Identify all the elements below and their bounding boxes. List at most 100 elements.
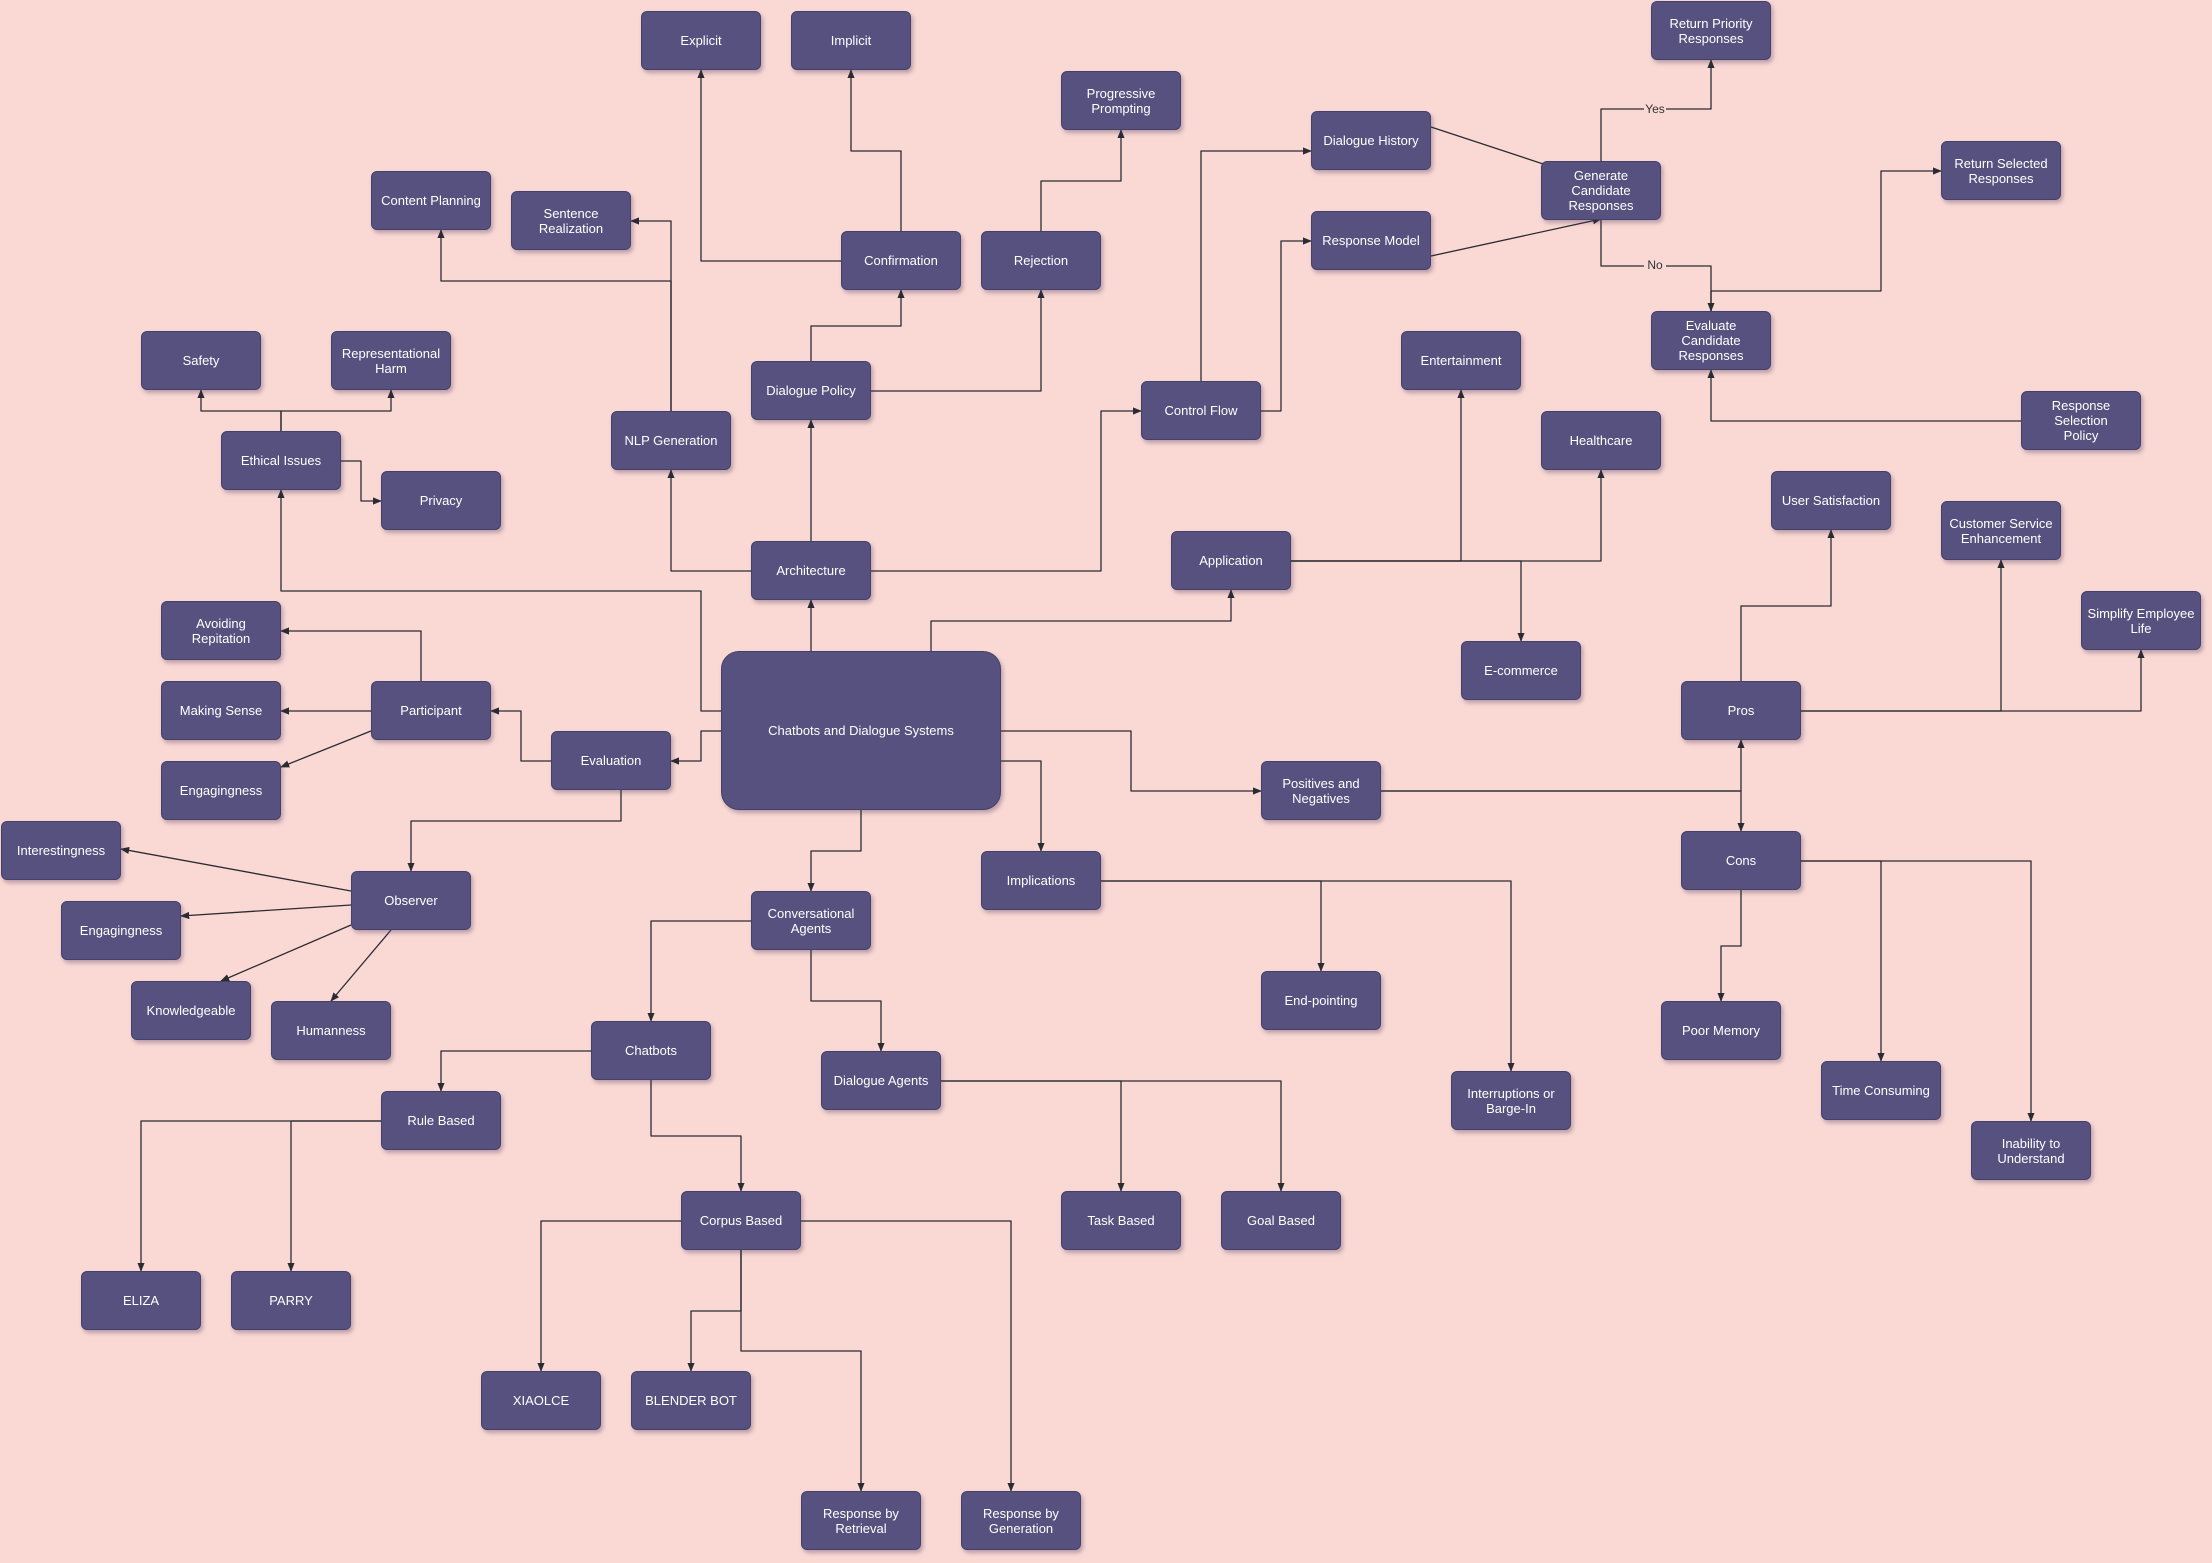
node-corpus-based[interactable]: Corpus Based: [681, 1191, 801, 1250]
node-participant[interactable]: Participant: [371, 681, 491, 740]
edge-corpus_based-to-xiaolce: [537, 1220, 681, 1372]
node-nlp-generation[interactable]: NLP Generation: [611, 411, 731, 470]
edge-observer-to-interestingness: [120, 846, 352, 892]
edge-label-bg: [1644, 101, 1666, 116]
edge-dialogue_policy-to-rejection: [871, 289, 1045, 392]
edge-application-to-ecommerce: [1291, 560, 1525, 642]
node-evaluation[interactable]: Evaluation: [551, 731, 671, 790]
node-cons[interactable]: Cons: [1681, 831, 1801, 890]
node-explicit[interactable]: Explicit: [641, 11, 761, 70]
node-customer-service[interactable]: Customer Service Enhancement: [1941, 501, 2061, 560]
node-return-selected[interactable]: Return Selected Responses: [1941, 141, 2061, 200]
node-chatbots[interactable]: Chatbots: [591, 1021, 711, 1080]
node-end-pointing[interactable]: End-pointing: [1261, 971, 1381, 1030]
node-interruptions[interactable]: Interruptions or Barge-In: [1451, 1071, 1571, 1130]
node-response-retrieval[interactable]: Response by Retrieval: [801, 1491, 921, 1550]
edge-participant-to-avoiding_repitation: [280, 627, 422, 681]
node-implications[interactable]: Implications: [981, 851, 1101, 910]
node-goal-based[interactable]: Goal Based: [1221, 1191, 1341, 1250]
node-rejection[interactable]: Rejection: [981, 231, 1101, 290]
edge-cons-to-time_consuming: [1801, 860, 1885, 1062]
node-root[interactable]: Chatbots and Dialogue Systems: [721, 651, 1001, 810]
node-making-sense[interactable]: Making Sense: [161, 681, 281, 740]
edge-corpus_based-to-response_generation: [801, 1220, 1015, 1492]
edge-evaluation-to-participant: [490, 707, 551, 762]
node-control-flow[interactable]: Control Flow: [1141, 381, 1261, 440]
node-rule-based[interactable]: Rule Based: [381, 1091, 501, 1150]
node-representational-harm[interactable]: Representational Harm: [331, 331, 451, 390]
node-user-satisfaction[interactable]: User Satisfaction: [1771, 471, 1891, 530]
edge-confirmation-to-implicit: [847, 69, 902, 231]
node-simplify-employee[interactable]: Simplify Employee Life: [2081, 591, 2201, 650]
edge-nlp_generation-to-content_planning: [437, 229, 672, 411]
node-application[interactable]: Application: [1171, 531, 1291, 590]
node-knowledgeable[interactable]: Knowledgeable: [131, 981, 251, 1040]
node-response-model[interactable]: Response Model: [1311, 211, 1431, 270]
node-observer[interactable]: Observer: [351, 871, 471, 930]
node-poor-memory[interactable]: Poor Memory: [1661, 1001, 1781, 1060]
edge-chatbots-to-rule_based: [437, 1050, 591, 1092]
node-pros[interactable]: Pros: [1681, 681, 1801, 740]
edge-implications-to-end_pointing: [1101, 880, 1325, 972]
edge-cons-to-poor_memory: [1717, 890, 1742, 1002]
edge-positives_negatives-to-cons: [1381, 790, 1745, 832]
edge-root-to-positives_negatives: [1001, 730, 1262, 795]
node-generate-candidate[interactable]: Generate Candidate Responses: [1541, 161, 1661, 220]
edge-label-no: No: [1647, 258, 1663, 272]
node-avoiding-repitation[interactable]: Avoiding Repitation: [161, 601, 281, 660]
node-engagingness-observer[interactable]: Engagingness: [61, 901, 181, 960]
node-progressive-prompting[interactable]: Progressive Prompting: [1061, 71, 1181, 130]
edge-evaluation-to-observer: [407, 790, 622, 872]
edge-root-to-application: [930, 589, 1235, 651]
edge-application-to-entertainment: [1291, 389, 1465, 562]
edge-pros-to-simplify_employee: [1801, 649, 2145, 712]
node-safety[interactable]: Safety: [141, 331, 261, 390]
node-sentence-realization[interactable]: Sentence Realization: [511, 191, 631, 250]
node-xiaolce[interactable]: XIAOLCE: [481, 1371, 601, 1430]
node-implicit[interactable]: Implicit: [791, 11, 911, 70]
edge-confirmation-to-explicit: [697, 69, 841, 262]
node-entertainment[interactable]: Entertainment: [1401, 331, 1521, 390]
node-conversational-agents[interactable]: Conversational Agents: [751, 891, 871, 950]
node-confirmation[interactable]: Confirmation: [841, 231, 961, 290]
edge-implications-to-interruptions: [1101, 880, 1515, 1072]
node-return-priority[interactable]: Return Priority Responses: [1651, 1, 1771, 60]
node-response-generation[interactable]: Response by Generation: [961, 1491, 1081, 1550]
edge-conversational_agents-to-dialogue_agents: [810, 950, 885, 1052]
edge-pros-to-user_satisfaction: [1740, 529, 1835, 681]
node-eliza[interactable]: ELIZA: [81, 1271, 201, 1330]
node-humanness[interactable]: Humanness: [271, 1001, 391, 1060]
node-time-consuming[interactable]: Time Consuming: [1821, 1061, 1941, 1120]
node-healthcare[interactable]: Healthcare: [1541, 411, 1661, 470]
edge-conversational_agents-to-chatbots: [647, 920, 751, 1022]
node-dialogue-policy[interactable]: Dialogue Policy: [751, 361, 871, 420]
edge-response_model-to-generate_candidate: [1430, 217, 1602, 257]
node-interestingness[interactable]: Interestingness: [1, 821, 121, 880]
node-dialogue-history[interactable]: Dialogue History: [1311, 111, 1431, 170]
edge-ethical_issues-to-safety: [197, 389, 282, 431]
node-task-based[interactable]: Task Based: [1061, 1191, 1181, 1250]
node-blender-bot[interactable]: BLENDER BOT: [631, 1371, 751, 1430]
node-privacy[interactable]: Privacy: [381, 471, 501, 530]
edge-observer-to-knowledgeable: [220, 924, 352, 982]
edge-root-to-implications: [1001, 760, 1045, 852]
edge-label-bg: [1644, 257, 1666, 272]
node-architecture[interactable]: Architecture: [751, 541, 871, 600]
node-evaluate-candidate[interactable]: Evaluate Candidate Responses: [1651, 311, 1771, 370]
node-ethical-issues[interactable]: Ethical Issues: [221, 431, 341, 490]
edge-dialogue_agents-to-goal_based: [941, 1080, 1285, 1192]
edge-architecture-to-nlp_generation: [667, 469, 751, 572]
node-engagingness-participant[interactable]: Engagingness: [161, 761, 281, 820]
edge-ethical_issues-to-representational_harm: [280, 389, 395, 431]
node-inability[interactable]: Inability to Understand: [1971, 1121, 2091, 1180]
node-response-selection-policy[interactable]: Response Selection Policy: [2021, 391, 2141, 450]
node-ecommerce[interactable]: E-commerce: [1461, 641, 1581, 700]
edge-corpus_based-to-blender_bot: [687, 1250, 742, 1372]
node-dialogue-agents[interactable]: Dialogue Agents: [821, 1051, 941, 1110]
node-positives-negatives[interactable]: Positives and Negatives: [1261, 761, 1381, 820]
node-content-planning[interactable]: Content Planning: [371, 171, 491, 230]
edge-response_selection_policy-to-evaluate_candidate: [1707, 369, 2021, 422]
node-parry[interactable]: PARRY: [231, 1271, 351, 1330]
edge-observer-to-engagingness_o: [180, 904, 352, 920]
